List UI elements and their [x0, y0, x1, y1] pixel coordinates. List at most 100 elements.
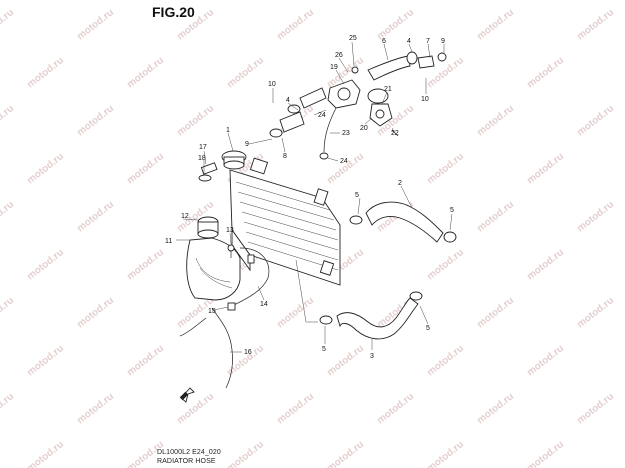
callout: 6: [382, 38, 386, 45]
watermark: motod.ru: [425, 439, 466, 468]
watermark: motod.ru: [525, 247, 566, 282]
watermark: motod.ru: [475, 391, 516, 426]
watermark: motod.ru: [125, 247, 166, 282]
watermark: motod.ru: [0, 199, 16, 234]
callout: 17: [199, 144, 207, 151]
callout: 22: [391, 130, 399, 137]
callout: 4: [407, 38, 411, 45]
watermark: motod.ru: [125, 343, 166, 378]
reservoir-bolt: [227, 244, 235, 258]
overflow-hose: [179, 307, 233, 389]
callout: 8: [283, 153, 287, 160]
callout-labels: 1 2 3 4 4 5 5 5 5 6 7 8 9 9 10 10 11 12 …: [165, 35, 454, 360]
bypass-pipe: [319, 107, 337, 160]
radiator-cap: [221, 150, 247, 170]
callout: 10: [268, 81, 276, 88]
callout: 15: [208, 308, 216, 315]
watermark: motod.ru: [525, 55, 566, 90]
watermark: motod.ru: [425, 343, 466, 378]
radiator-core: [229, 157, 341, 286]
watermark: motod.ru: [475, 103, 516, 138]
watermark: motod.ru: [175, 103, 216, 138]
callout: 24: [318, 112, 326, 119]
watermark: motod.ru: [325, 151, 366, 186]
watermark: motod.ru: [425, 247, 466, 282]
callout: 23: [342, 130, 350, 137]
watermark: motod.ru: [225, 55, 266, 90]
watermark: motod.ru: [175, 7, 216, 42]
radiator-hose-short: [269, 87, 327, 138]
callout: 5: [355, 192, 359, 199]
callout: 11: [165, 238, 172, 245]
callout: 20: [360, 125, 368, 132]
watermark: motod.ru: [575, 7, 616, 42]
callout: 5: [450, 207, 454, 214]
watermark: motod.ru: [575, 391, 616, 426]
watermark: motod.ru: [75, 199, 116, 234]
radiator-hose-lower: [319, 291, 423, 340]
watermark: motod.ru: [25, 55, 66, 90]
watermark: motod.ru: [275, 7, 316, 42]
reservoir-hose: [227, 247, 270, 311]
callout: 9: [441, 38, 445, 45]
callout: 7: [426, 38, 430, 45]
callout: 9: [245, 141, 249, 148]
watermark: motod.ru: [475, 199, 516, 234]
callout: 19: [330, 64, 338, 71]
thermostat-housing: [327, 66, 399, 137]
leader-lines: [176, 41, 453, 353]
callout: 26: [335, 52, 343, 59]
watermark: motod.ru: [575, 295, 616, 330]
callout: 1: [226, 127, 230, 134]
watermark: motod.ru: [225, 439, 266, 468]
callout: 5: [322, 346, 326, 353]
watermark: motod.ru: [75, 103, 116, 138]
watermark: motod.ru: [575, 199, 616, 234]
watermark: motod.ru: [275, 391, 316, 426]
callout: 21: [384, 86, 392, 93]
callout: 5: [426, 325, 430, 332]
watermark: motod.ru: [125, 151, 166, 186]
model-code: DL1000L2 E24_020: [157, 449, 221, 456]
watermark: motod.ru: [475, 7, 516, 42]
reservoir-tank: [186, 216, 241, 301]
callout: 18: [198, 155, 206, 162]
watermark: motod.ru: [375, 391, 416, 426]
drain-fitting: [198, 162, 218, 182]
radiator-hose-upper: [349, 201, 457, 243]
radiator-hose-top: [367, 51, 447, 81]
watermark: motod.ru: [575, 103, 616, 138]
watermark: motod.ru: [75, 7, 116, 42]
watermark: motod.ru: [0, 103, 16, 138]
watermark: motod.ru: [425, 151, 466, 186]
callout: 14: [260, 301, 268, 308]
watermark: motod.ru: [325, 439, 366, 468]
watermark: motod.ru: [25, 439, 66, 468]
watermark: motod.ru: [0, 391, 16, 426]
watermark: motod.ru: [75, 391, 116, 426]
watermark: motod.ru: [325, 343, 366, 378]
watermark: motod.ru: [25, 151, 66, 186]
callout: 25: [349, 35, 357, 42]
callout: 12: [181, 213, 189, 220]
front-arrow-icon: [179, 387, 195, 403]
callout: 4: [286, 97, 290, 104]
callout: 10: [421, 96, 429, 103]
watermark: motod.ru: [525, 439, 566, 468]
watermark: motod.ru: [25, 247, 66, 282]
watermark: motod.ru: [25, 343, 66, 378]
watermark: motod.ru: [75, 295, 116, 330]
watermark: motod.ru: [525, 343, 566, 378]
figure-caption: RADIATOR HOSE: [157, 458, 216, 465]
callout: 13: [226, 227, 234, 234]
watermark: motod.ru: [0, 295, 16, 330]
figure-title: FIG.20: [152, 4, 195, 20]
watermark: motod.ru: [475, 295, 516, 330]
callout: 16: [244, 349, 252, 356]
callout: 2: [398, 180, 402, 187]
callout: 24: [340, 158, 348, 165]
watermark: motod.ru: [275, 295, 316, 330]
watermark: motod.ru: [525, 151, 566, 186]
